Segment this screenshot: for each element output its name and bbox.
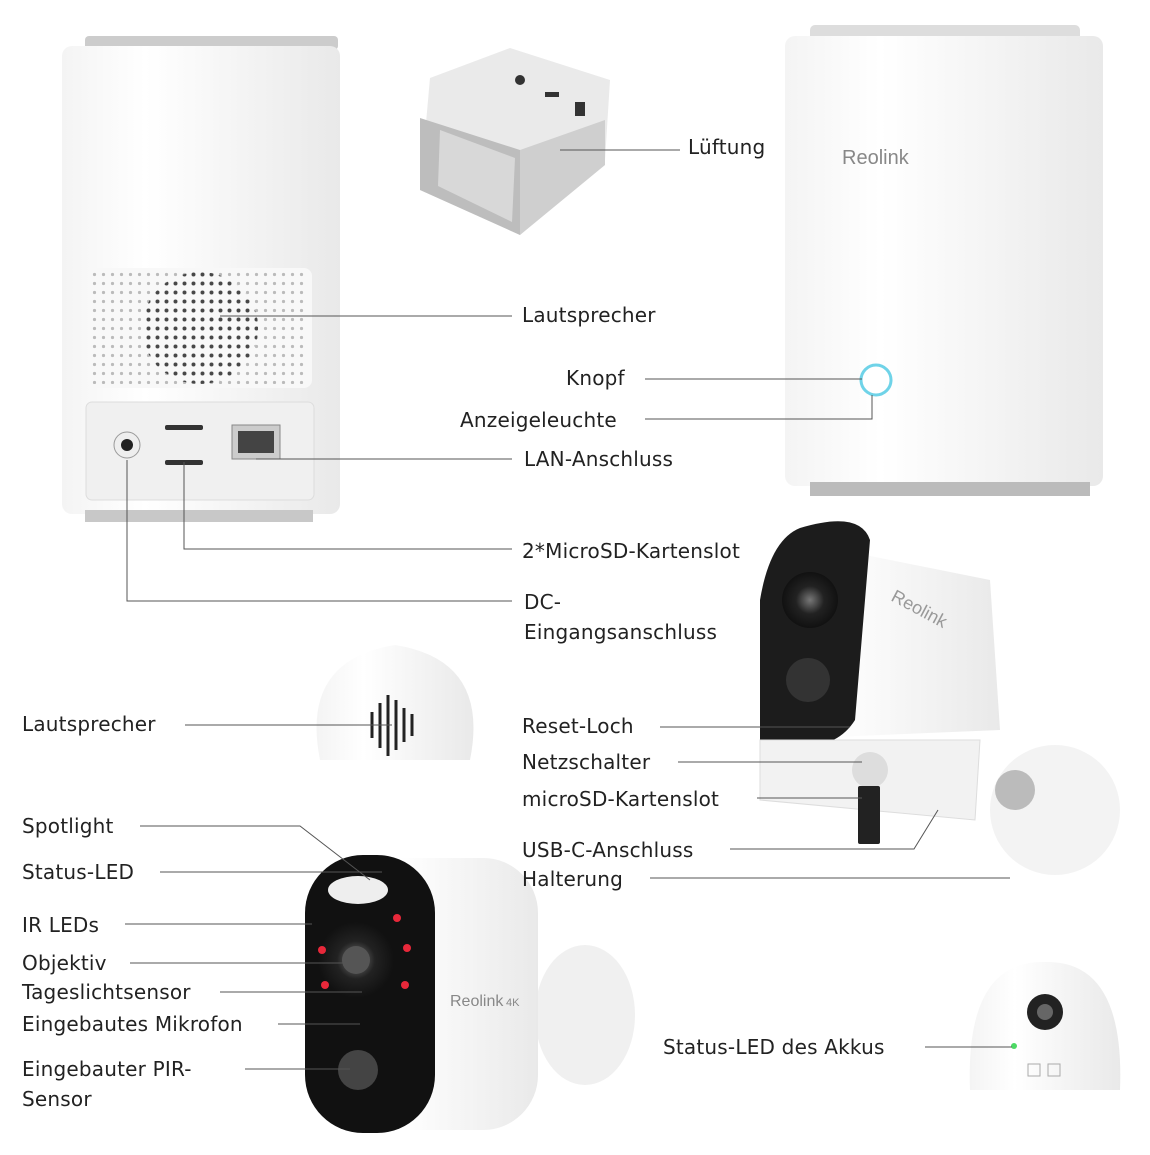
label-dc-1: DC- <box>524 590 562 614</box>
label-reset: Reset-Loch <box>522 714 634 738</box>
label-microsd-hub: 2*MicroSD-Kartenslot <box>522 539 740 563</box>
label-anzeigeleuchte: Anzeigeleuchte <box>460 408 617 432</box>
label-objektiv: Objektiv <box>22 951 107 975</box>
camera-front: Reolink 4K <box>305 855 635 1133</box>
camera-bottom <box>969 961 1121 1090</box>
label-microsd-cam: microSD-Kartenslot <box>522 787 720 811</box>
leader-lines <box>125 149 1012 1070</box>
label-status-led: Status-LED <box>22 860 135 884</box>
label-halterung: Halterung <box>522 867 624 891</box>
hub-back <box>62 36 340 522</box>
hub-top <box>420 48 610 235</box>
label-knopf: Knopf <box>566 366 625 390</box>
label-netzschalter: Netzschalter <box>522 750 651 774</box>
hub-logo: Reolink <box>842 147 910 169</box>
label-lautsprecher-cam: Lautsprecher <box>22 712 156 736</box>
label-usbc: USB-C-Anschluss <box>522 838 694 862</box>
camera-front-badge: 4K <box>506 997 520 1009</box>
label-lan: LAN-Anschluss <box>524 447 674 471</box>
label-dc-2: Eingangsanschluss <box>524 620 718 644</box>
label-mikrofon: Eingebautes Mikrofon <box>22 1012 243 1036</box>
label-ir-leds: IR LEDs <box>22 913 100 937</box>
camera-front-logo: Reolink <box>450 993 504 1010</box>
label-akku-led: Status-LED des Akkus <box>663 1035 885 1059</box>
label-lautsprecher-hub: Lautsprecher <box>522 303 656 327</box>
hub-front: Reolink <box>785 25 1103 496</box>
label-lueftung: Lüftung <box>688 135 766 159</box>
label-pir-2: Sensor <box>22 1087 92 1111</box>
label-pir-1: Eingebauter PIR- <box>22 1057 192 1081</box>
camera-side: Reolink <box>759 521 1120 875</box>
label-spotlight: Spotlight <box>22 814 114 838</box>
camera-rear-speaker <box>316 645 474 760</box>
label-tageslicht: Tageslichtsensor <box>22 980 191 1004</box>
